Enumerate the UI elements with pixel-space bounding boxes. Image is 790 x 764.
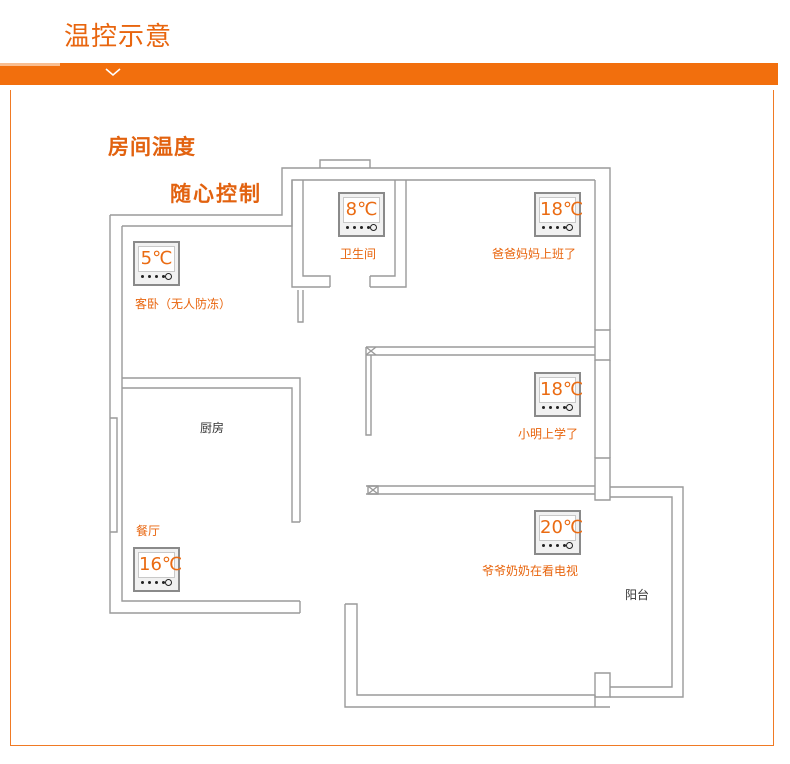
thermostat-dining-room[interactable]: 16℃	[133, 547, 182, 592]
thermostat-display: 18℃	[539, 197, 583, 223]
heading-free-control: 随心控制	[170, 181, 262, 206]
thermostat-child-bedroom[interactable]: 18℃	[534, 372, 583, 417]
thermostat-label: 爷爷奶奶在看电视	[482, 564, 579, 578]
thermostat-display: 8℃	[343, 197, 380, 223]
thermostat-bathroom[interactable]: 8℃	[338, 192, 385, 237]
page-title: 温控示意	[64, 22, 173, 52]
room-kitchen: 厨房	[200, 421, 225, 435]
heading-room-temperature: 房间温度	[108, 134, 196, 159]
thermostat-label: 卫生间	[340, 247, 377, 261]
thermostat-keys	[542, 542, 573, 549]
chevron-down-icon[interactable]	[104, 64, 122, 80]
room-balcony: 阳台	[625, 588, 650, 602]
thermostat-label: 客卧（无人防冻）	[135, 297, 232, 311]
thermostat-display: 16℃	[138, 552, 182, 578]
thermostat-master-bedroom[interactable]: 18℃	[534, 192, 583, 237]
thermostat-keys	[346, 224, 377, 231]
thermostat-label: 小明上学了	[518, 427, 579, 441]
thermostat-display: 20℃	[539, 515, 583, 541]
thermostat-label: 爸爸妈妈上班了	[492, 247, 577, 261]
thermostat-keys	[141, 579, 172, 586]
thermostat-keys	[542, 224, 573, 231]
bar-highlight	[0, 63, 60, 66]
thermostat-living-room[interactable]: 20℃	[534, 510, 583, 555]
thermostat-keys	[542, 404, 573, 411]
section-header-bar	[0, 63, 778, 85]
thermostat-guest-bedroom[interactable]: 5℃	[133, 241, 180, 286]
thermostat-display: 5℃	[138, 246, 175, 272]
content-frame	[10, 90, 774, 746]
thermostat-keys	[141, 273, 172, 280]
thermostat-label: 餐厅	[136, 524, 161, 538]
thermostat-display: 18℃	[539, 377, 583, 403]
